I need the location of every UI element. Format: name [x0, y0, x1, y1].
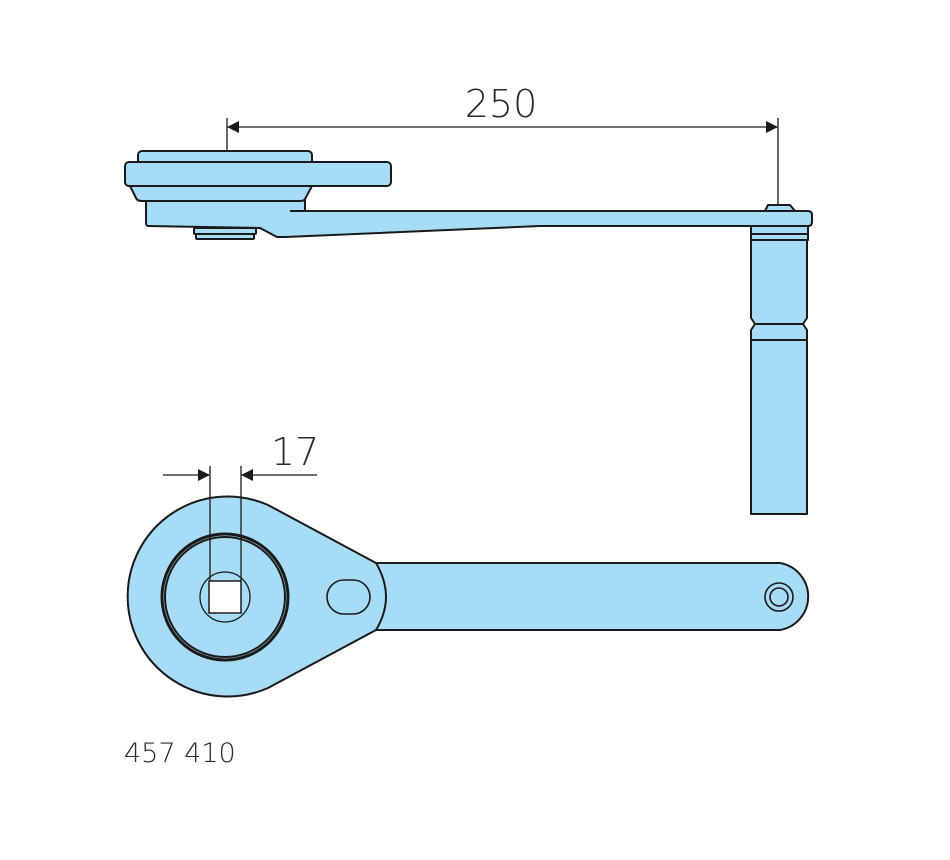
crank-knob	[750, 225, 809, 515]
ratchet-flange	[124, 161, 392, 187]
side-view	[124, 150, 813, 515]
ratchet-head-plan	[126, 495, 810, 698]
square-drive-hole	[208, 580, 242, 614]
part-number: 457 410	[124, 738, 236, 769]
ratchet-body-lower	[129, 185, 313, 202]
pivot-nut	[764, 204, 796, 212]
handle-arm-side	[145, 199, 813, 238]
length-dimension: 250	[226, 82, 779, 205]
square-dimension: 17	[163, 430, 319, 581]
ratchet-ring	[160, 532, 290, 662]
plan-view	[126, 495, 810, 698]
pivot-hole	[764, 582, 794, 612]
slot	[326, 579, 371, 615]
square-dimension-label: 17	[271, 430, 319, 474]
length-dimension-label: 250	[465, 82, 538, 126]
